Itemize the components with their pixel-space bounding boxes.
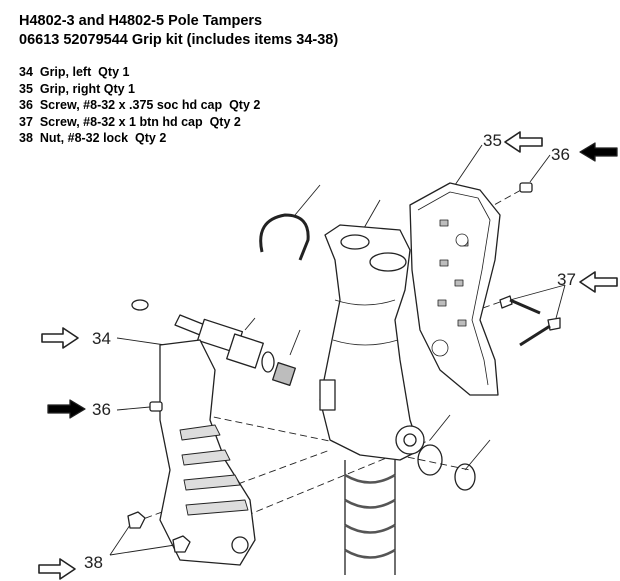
- callout-36-left: 36: [92, 400, 111, 419]
- parts-list: 34 Grip, left Qty 1 35 Grip, right Qty 1…: [19, 64, 260, 147]
- spring-clip: [259, 213, 310, 261]
- arrow-35-icon: [504, 131, 543, 153]
- arrow-36-right-icon: [579, 142, 618, 162]
- callout-38: 38: [84, 553, 103, 572]
- callout-35: 35: [483, 131, 502, 150]
- part-36: 36 Screw, #8-32 x .375 soc hd cap Qty 2: [19, 98, 261, 112]
- tamper-body: [319, 224, 425, 575]
- pin-assembly: [131, 299, 296, 386]
- spring-bellows: [344, 460, 396, 575]
- callout-37: 37: [557, 270, 576, 289]
- part-34: 34 Grip, left Qty 1: [19, 65, 130, 79]
- arrow-38-icon: [38, 558, 76, 580]
- screws: [149, 182, 561, 412]
- arrow-36-left-icon: [47, 399, 86, 419]
- grip-left: [159, 339, 256, 566]
- diagram-title: H4802-3 and H4802-5 Pole Tampers: [19, 13, 263, 29]
- header: H4802-3 and H4802-5 Pole Tampers 06613 5…: [19, 12, 338, 50]
- lock-nuts: [127, 511, 191, 553]
- leader-lines: [109, 144, 566, 556]
- kit-description: 06613 52079544 Grip kit (includes items …: [19, 32, 339, 48]
- arrow-37-icon: [579, 271, 618, 293]
- callout-36-right: 36: [551, 145, 570, 164]
- arrow-34-icon: [41, 327, 79, 349]
- grip-right: [409, 182, 501, 396]
- part-37: 37 Screw, #8-32 x 1 btn hd cap Qty 2: [19, 114, 241, 129]
- part-38: 38 Nut, #8-32 lock Qty 2: [19, 131, 167, 145]
- retaining-rings: [417, 444, 476, 491]
- part-35: 35 Grip, right Qty 1: [19, 81, 135, 96]
- callout-34: 34: [92, 329, 111, 348]
